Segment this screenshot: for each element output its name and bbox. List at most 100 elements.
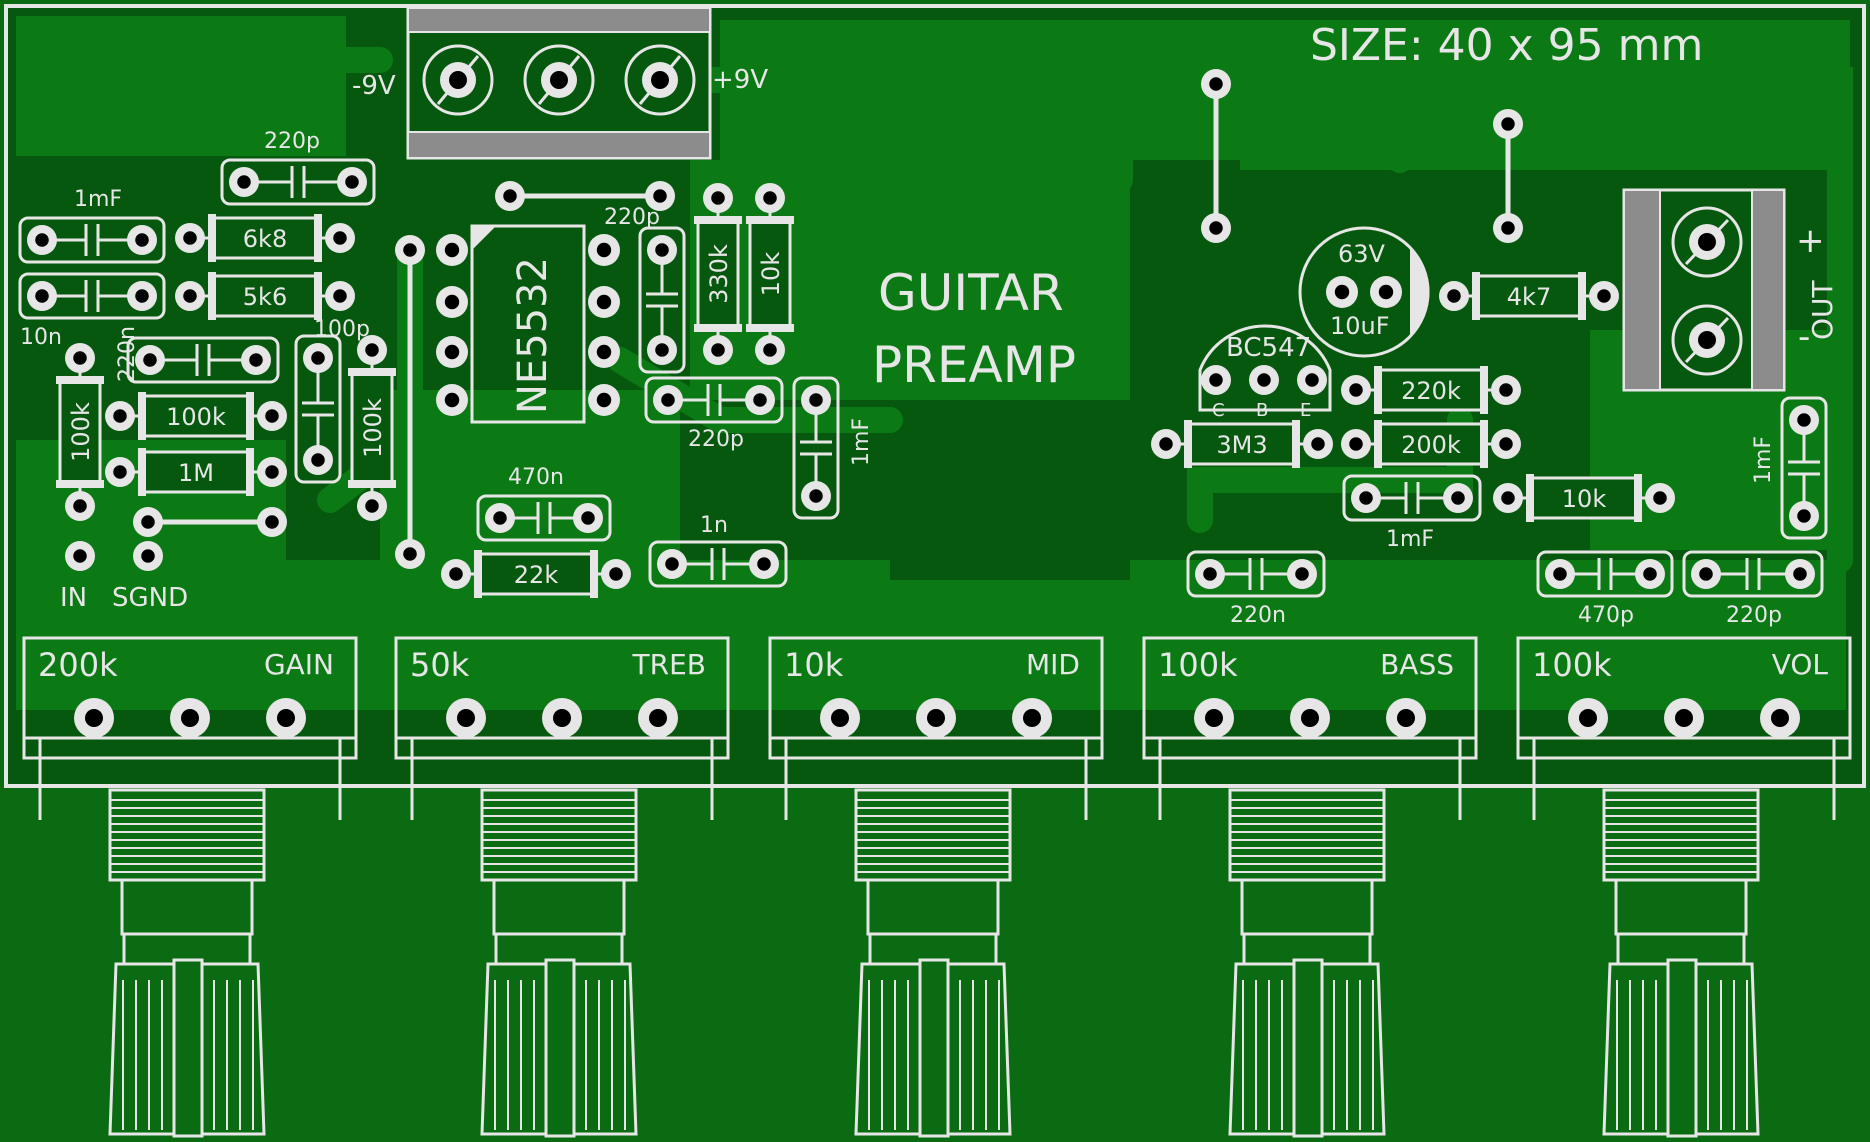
cap-220p-a-label: 220p [264,129,320,154]
pad-hole [73,549,87,563]
pot-name-label: GAIN [264,648,334,681]
pot-name-label: BASS [1380,648,1454,681]
pot-value-label: 200k [38,646,118,684]
pad-hole [1643,567,1657,581]
pad-hole [503,189,517,203]
copper-pours [16,16,1850,710]
pad-hole [73,351,87,365]
pad-hole [1203,567,1217,581]
cap-470p-label: 470p [1578,603,1634,628]
cap-220p-d-label: 220p [1726,603,1782,628]
pad-hole [311,351,325,365]
jumper-wires [148,84,1511,554]
res-100k-a-label: 100k [67,402,95,462]
res-3m3: 3M3 [1166,420,1318,468]
pad-hole [1451,491,1465,505]
pad-hole [1579,709,1597,727]
pot-gain: 200k GAIN [22,636,358,1138]
cap-10n-label: 10n [20,325,62,350]
pad-hole [596,294,612,310]
pad-hole [1359,491,1373,505]
res-10k-b-label: 10k [1562,485,1607,513]
pad-hole [403,243,417,257]
pad-hole [609,567,623,581]
pad-hole [1501,491,1515,505]
pad-hole [711,343,725,357]
res-330k-label: 330k [705,244,733,304]
pad-hole [665,557,679,571]
pad-hole [457,709,475,727]
electrolytic-capacitor [1298,226,1430,358]
pad-hole [596,242,612,258]
cap-1mf-d-label: 1mF [1751,436,1776,484]
pad-hole [927,709,945,727]
res-100k-a: 100k [56,358,104,506]
pad-hole [365,343,379,357]
plus-9v-label: +9V [712,65,768,95]
res-10k-b: 10k [1508,474,1660,522]
pad-hole [653,189,667,203]
pad-hole [444,294,460,310]
res-6k8-label: 6k8 [243,225,287,253]
pad-hole [113,409,127,423]
pad-hole [763,191,777,205]
pad-hole [1447,289,1461,303]
pot-mid: 10k MID [768,636,1104,1138]
cap-1mf-c-label: 1mF [1386,527,1434,552]
pot-name-label: MID [1026,648,1080,681]
pad-hole [143,353,157,367]
pad-hole [1653,491,1667,505]
pad-hole [265,515,279,529]
pad-hole [333,231,347,245]
pad-hole [1311,437,1325,451]
pad-hole [311,453,325,467]
pad-hole [444,392,460,408]
sgnd-label: SGND [112,583,188,613]
pad-hole [831,709,849,727]
pad-hole [1499,383,1513,397]
pad-hole [1501,117,1515,131]
res-1m-label: 1M [178,459,214,487]
pad-hole [277,709,295,727]
pad-hole [1699,567,1713,581]
res-1m: 1M [120,448,272,496]
res-5k6-label: 5k6 [243,283,287,311]
res-220k-label: 220k [1401,377,1461,405]
cap-1mf-b-label: 1mF [849,418,874,466]
cap-10n [18,272,166,320]
pad-hole [141,515,155,529]
pot-value-label: 10k [784,646,844,684]
pad-hole [444,242,460,258]
pad-hole [249,353,263,367]
pad-hole [1499,437,1513,451]
pad-hole [763,343,777,357]
cap-220p-c-label: 220p [688,427,744,452]
transistor-bc547 [1198,324,1332,412]
pad-hole [141,549,155,563]
pads [27,69,1819,738]
output-terminal [1622,188,1786,392]
transistor-label: BC547 [1226,333,1311,363]
pad-hole [711,191,725,205]
pad-hole [135,289,149,303]
cap-220n-b-label: 220n [1230,603,1286,628]
pad-hole [181,709,199,727]
pad-hole [35,289,49,303]
pad-hole [1334,284,1350,300]
pad-hole [1553,567,1567,581]
pad-hole [553,709,571,727]
res-6k8: 6k8 [190,214,340,262]
out-plus-label: + [1796,221,1825,261]
pad-hole [493,511,507,525]
pad-hole [1349,437,1363,451]
cap-470n-label: 470n [508,465,564,490]
pad-hole [661,393,675,407]
cap-1mf-b [792,376,840,520]
res-100k-b: 100k [120,392,272,440]
res-100k-b-label: 100k [166,403,226,431]
pad-hole [183,289,197,303]
out-minus-label: - [1798,317,1810,357]
pad-hole [1209,373,1223,387]
